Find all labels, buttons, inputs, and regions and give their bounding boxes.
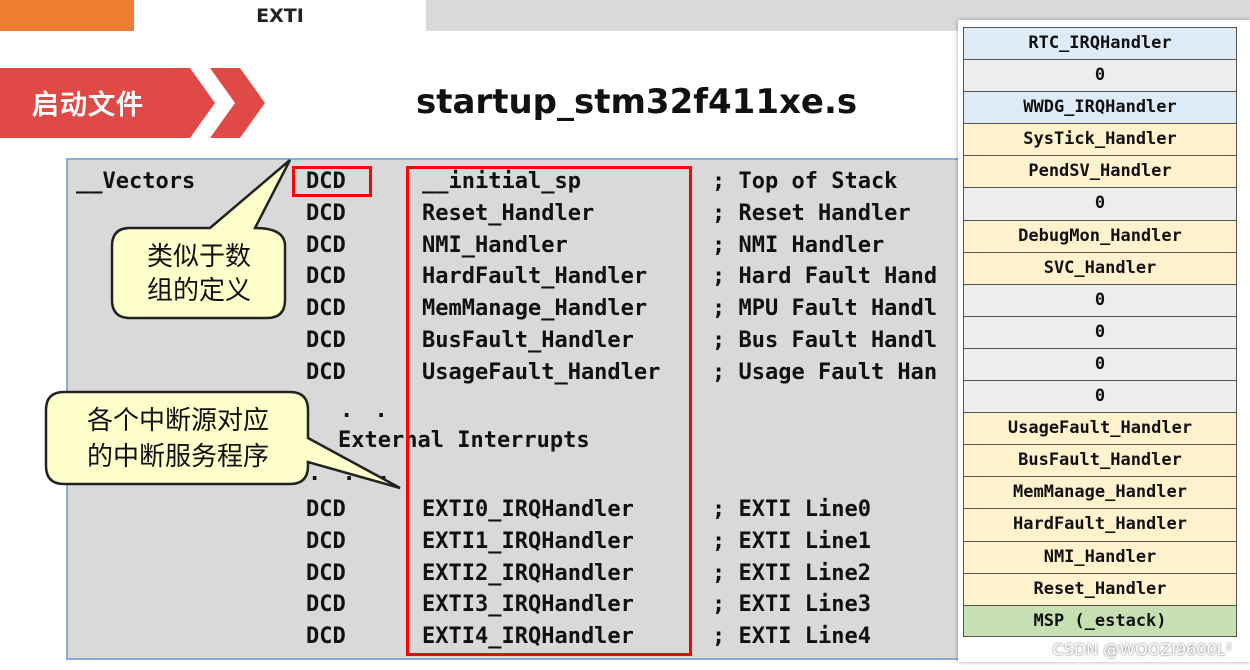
- handler-name: __initial_sp: [422, 169, 581, 194]
- handler-name: HardFault_Handler: [422, 264, 648, 290]
- callout-isr-line2: 的中断服务程序: [86, 442, 269, 472]
- dcd-directive: DCD: [306, 169, 346, 194]
- vector-table-entry: SysTick_Handler: [963, 123, 1237, 156]
- vector-table-entry: DebugMon_Handler: [963, 219, 1237, 252]
- handler-comment: ; Bus Fault Handl: [712, 328, 938, 353]
- callouts-shapes: [44, 159, 401, 490]
- vector-table-entry: UsageFault_Handler: [963, 412, 1237, 445]
- page-title: startup_stm32f411xe.s: [416, 82, 858, 122]
- callout-isr-line1: 各个中断源对应: [86, 406, 269, 436]
- section-banner: [0, 68, 265, 138]
- handler-comment: ; Usage Fault Han: [712, 359, 938, 385]
- vector-table-entry: 0: [963, 380, 1237, 413]
- handler-comment: ; Hard Fault Hand: [712, 264, 938, 290]
- handler-name: EXTI1_IRQHandler: [422, 528, 634, 554]
- handler-comment: ; EXTI Line1: [712, 528, 871, 554]
- ellipsis-1: . .: [340, 398, 392, 423]
- handler-name: NMI_Handler: [422, 232, 568, 258]
- callout-isr-bubble: [44, 390, 401, 490]
- handler-name: EXTI0_IRQHandler: [422, 497, 634, 522]
- vectors-label: __Vectors: [76, 169, 196, 194]
- handler-comment: ; MPU Fault Handl: [712, 296, 938, 322]
- vector-table-entry: RTC_IRQHandler: [963, 27, 1237, 60]
- external-interrupts-label: External Interrupts: [338, 428, 590, 453]
- callout-array-bubble: [110, 159, 292, 320]
- vector-table-entry: 0: [963, 347, 1237, 381]
- handler-name: UsageFault_Handler: [422, 359, 661, 385]
- handler-comment: ; Top of Stack: [712, 169, 898, 194]
- vector-table-entry: 0: [963, 187, 1237, 220]
- handler-name: EXTI3_IRQHandler: [422, 592, 634, 618]
- vector-table-entry: SVC_Handler: [963, 251, 1237, 284]
- handler-comment: ; Reset Handler: [712, 200, 911, 226]
- dcd-directive: DCD: [306, 560, 346, 586]
- header-accent-block: [0, 0, 134, 31]
- handler-name: EXTI2_IRQHandler: [422, 560, 634, 586]
- section-banner-label: 启动文件: [32, 90, 144, 121]
- vector-table-entry: 0: [963, 283, 1237, 316]
- dcd-directive: DCD: [306, 264, 346, 290]
- dcd-directive: DCD: [306, 359, 346, 385]
- callout-array-line2: 组的定义: [146, 276, 251, 306]
- dcd-highlight-box: [292, 166, 372, 197]
- vector-table-entry: WWDG_IRQHandler: [963, 91, 1237, 124]
- handler-name: BusFault_Handler: [422, 328, 634, 353]
- vector-table-entry: NMI_Handler: [963, 540, 1237, 573]
- vector-table-entry: Reset_Handler: [963, 572, 1237, 605]
- handler-name: Reset_Handler: [422, 200, 595, 226]
- dcd-directive: DCD: [306, 328, 346, 353]
- dcd-directive: DCD: [306, 497, 346, 522]
- watermark: CSDN @WOOZI9600L²: [1052, 640, 1232, 659]
- vector-table-entry: HardFault_Handler: [963, 508, 1237, 541]
- callout-array-line1: 类似于数: [146, 242, 251, 272]
- dcd-directive: DCD: [306, 624, 346, 650]
- dcd-directive: DCD: [306, 592, 346, 618]
- vector-table-entry: 0: [963, 315, 1237, 348]
- handler-comment: ; NMI Handler: [712, 232, 885, 258]
- vector-table-entry: 0: [963, 59, 1237, 92]
- handler-comment: ; EXTI Line4: [712, 624, 871, 650]
- vector-table-entry: PendSV_Handler: [963, 155, 1237, 188]
- handler-name: MemManage_Handler: [422, 296, 648, 322]
- tab-exti-label: EXTI: [256, 5, 304, 27]
- handler-comment: ; EXTI Line0: [712, 497, 871, 522]
- dcd-directive: DCD: [306, 232, 346, 258]
- dcd-directive: DCD: [306, 528, 346, 554]
- vector-table-entry: MSP (_estack): [963, 604, 1237, 637]
- tab-exti[interactable]: [134, 0, 426, 31]
- vector-table-entry: BusFault_Handler: [963, 444, 1237, 477]
- dcd-directive: DCD: [306, 200, 346, 226]
- vector-table-entry: MemManage_Handler: [963, 476, 1237, 509]
- dcd-directive: DCD: [306, 296, 346, 322]
- handler-comment: ; EXTI Line3: [712, 592, 871, 618]
- handler-comment: ; EXTI Line2: [712, 560, 871, 586]
- handler-name: EXTI4_IRQHandler: [422, 624, 634, 650]
- handler-highlight-box: [406, 166, 692, 656]
